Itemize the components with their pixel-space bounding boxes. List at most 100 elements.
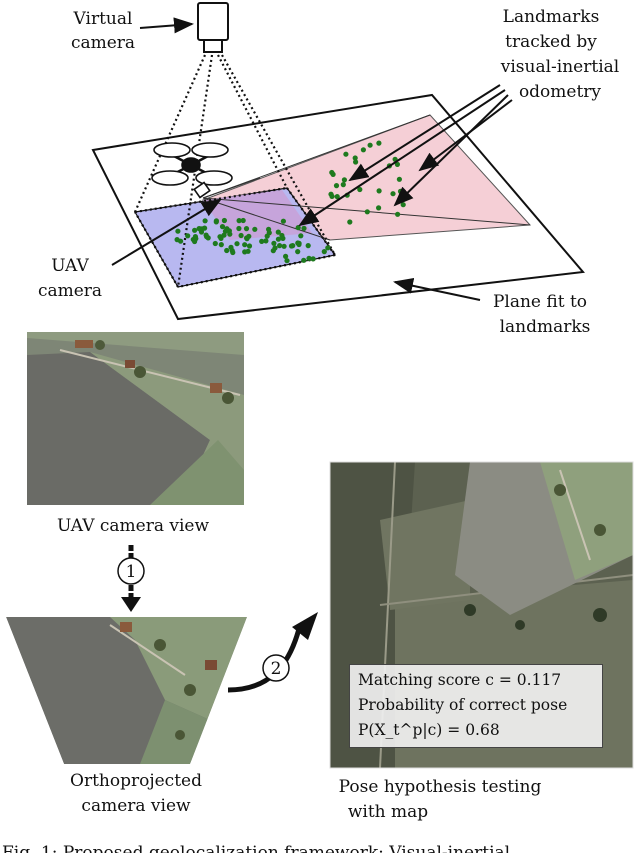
ortho-label-2: camera view [81,796,191,816]
landmark-dot [234,241,240,247]
landmark-dot [396,176,402,182]
landmark-dot [298,233,304,239]
landmarks-label-2: tracked by [505,32,597,52]
landmark-dot [281,243,287,249]
landmark-dot [252,226,258,232]
matching-score-text: Matching score c = 0.117 [358,671,562,689]
landmark-dot [343,151,349,157]
landmark-dot [236,218,242,224]
landmark-dot [333,183,340,189]
landmark-dot [227,231,233,237]
landmark-dot [321,249,327,255]
landmark-dot [263,238,269,244]
uav-camera-view-label: UAV camera view [57,516,210,536]
landmark-dot [242,242,248,248]
landmark-dot [397,188,404,194]
probability-value: P(X_t^p|c) = 0.68 [358,721,500,739]
landmark-dot [305,243,311,249]
plane-fit-label-1: Plane fit to [493,292,587,312]
landmark-dot [367,142,373,148]
landmark-dot [224,247,230,254]
landmark-dot [296,241,302,248]
uav-camera-view-image [27,332,244,505]
landmark-dot [174,237,180,243]
landmark-dot [222,228,228,234]
landmark-dot [364,209,370,215]
annotation-arrows [111,17,513,301]
landmark-dot [301,257,307,263]
landmark-dot [238,232,244,239]
landmark-dot [196,226,202,232]
landmark-dot [329,169,335,176]
overlap-region [203,190,312,240]
landmark-dot [306,255,312,261]
landmark-dot [192,227,198,233]
ortho-view-image [6,617,247,764]
virtual-camera-label-1: Virtual [73,9,133,29]
landmark-dot [325,245,331,251]
landmark-dot [275,236,281,242]
landmark-dot [202,225,208,231]
landmark-dot [240,217,246,224]
landmark-dot [301,225,307,231]
landmark-dot [218,242,224,248]
landmark-dots [174,140,406,264]
uav-camera-label-1: UAV [51,256,89,276]
step-1-arrow: 1 [117,545,145,612]
step-2-label: 2 [271,659,282,679]
landmark-dot [395,211,401,217]
landmark-dot [352,155,358,161]
ortho-label-1: Orthoprojected [70,771,202,791]
landmark-dot [376,205,382,211]
map-frame [329,461,634,769]
landmark-dot [228,244,234,250]
landmark-dot [246,233,252,239]
landmark-dot [264,233,270,239]
landmark-dot [266,226,272,232]
landmark-dot [280,218,286,224]
landmark-dot [236,225,242,232]
landmarks-label-4: odometry [519,82,601,102]
landmark-dot [185,233,191,239]
virtual-camera-icon [197,2,229,53]
pose-label-1: Pose hypothesis testing [339,777,542,797]
landmark-dot [340,182,346,188]
landmark-dot [219,224,226,230]
landmark-dot [192,234,198,240]
landmark-dot [290,243,296,249]
landmark-dot [202,218,208,224]
landmark-dot [275,229,281,235]
landmark-dot [279,232,285,239]
landmark-dot [360,147,366,153]
landmark-dot [259,238,265,244]
landmark-dot [390,191,396,197]
landmarks-label-1: Landmarks [503,7,600,27]
landmark-dot [246,243,253,249]
landmark-dot [243,226,250,232]
landmark-dot [221,217,227,224]
landmark-dot [357,186,363,193]
landmark-dot [334,194,340,200]
landmark-dot [376,188,382,194]
landmark-dot [400,202,406,208]
landmark-dot [271,240,277,246]
landmark-dot [230,249,236,256]
landmark-dot [295,225,301,231]
landmark-dot [204,234,210,240]
landmark-dot [245,248,251,254]
landmark-dot [284,258,290,264]
landmark-dot [328,191,334,197]
step-2-arrow: 2 [227,612,318,693]
landmark-dot [310,256,316,262]
plane-fit-label-2: landmarks [500,317,591,337]
landmark-dot [394,161,400,167]
landmark-dot [376,140,382,146]
landmark-dot [353,159,359,165]
landmark-dot [347,219,353,225]
landmark-dot [277,243,283,249]
figure-caption: Fig. 1: Proposed geolocalization framewo… [2,843,511,853]
probability-label: Probability of correct pose [358,696,568,714]
landmark-dot [341,177,347,183]
step-1-label: 1 [126,562,137,582]
